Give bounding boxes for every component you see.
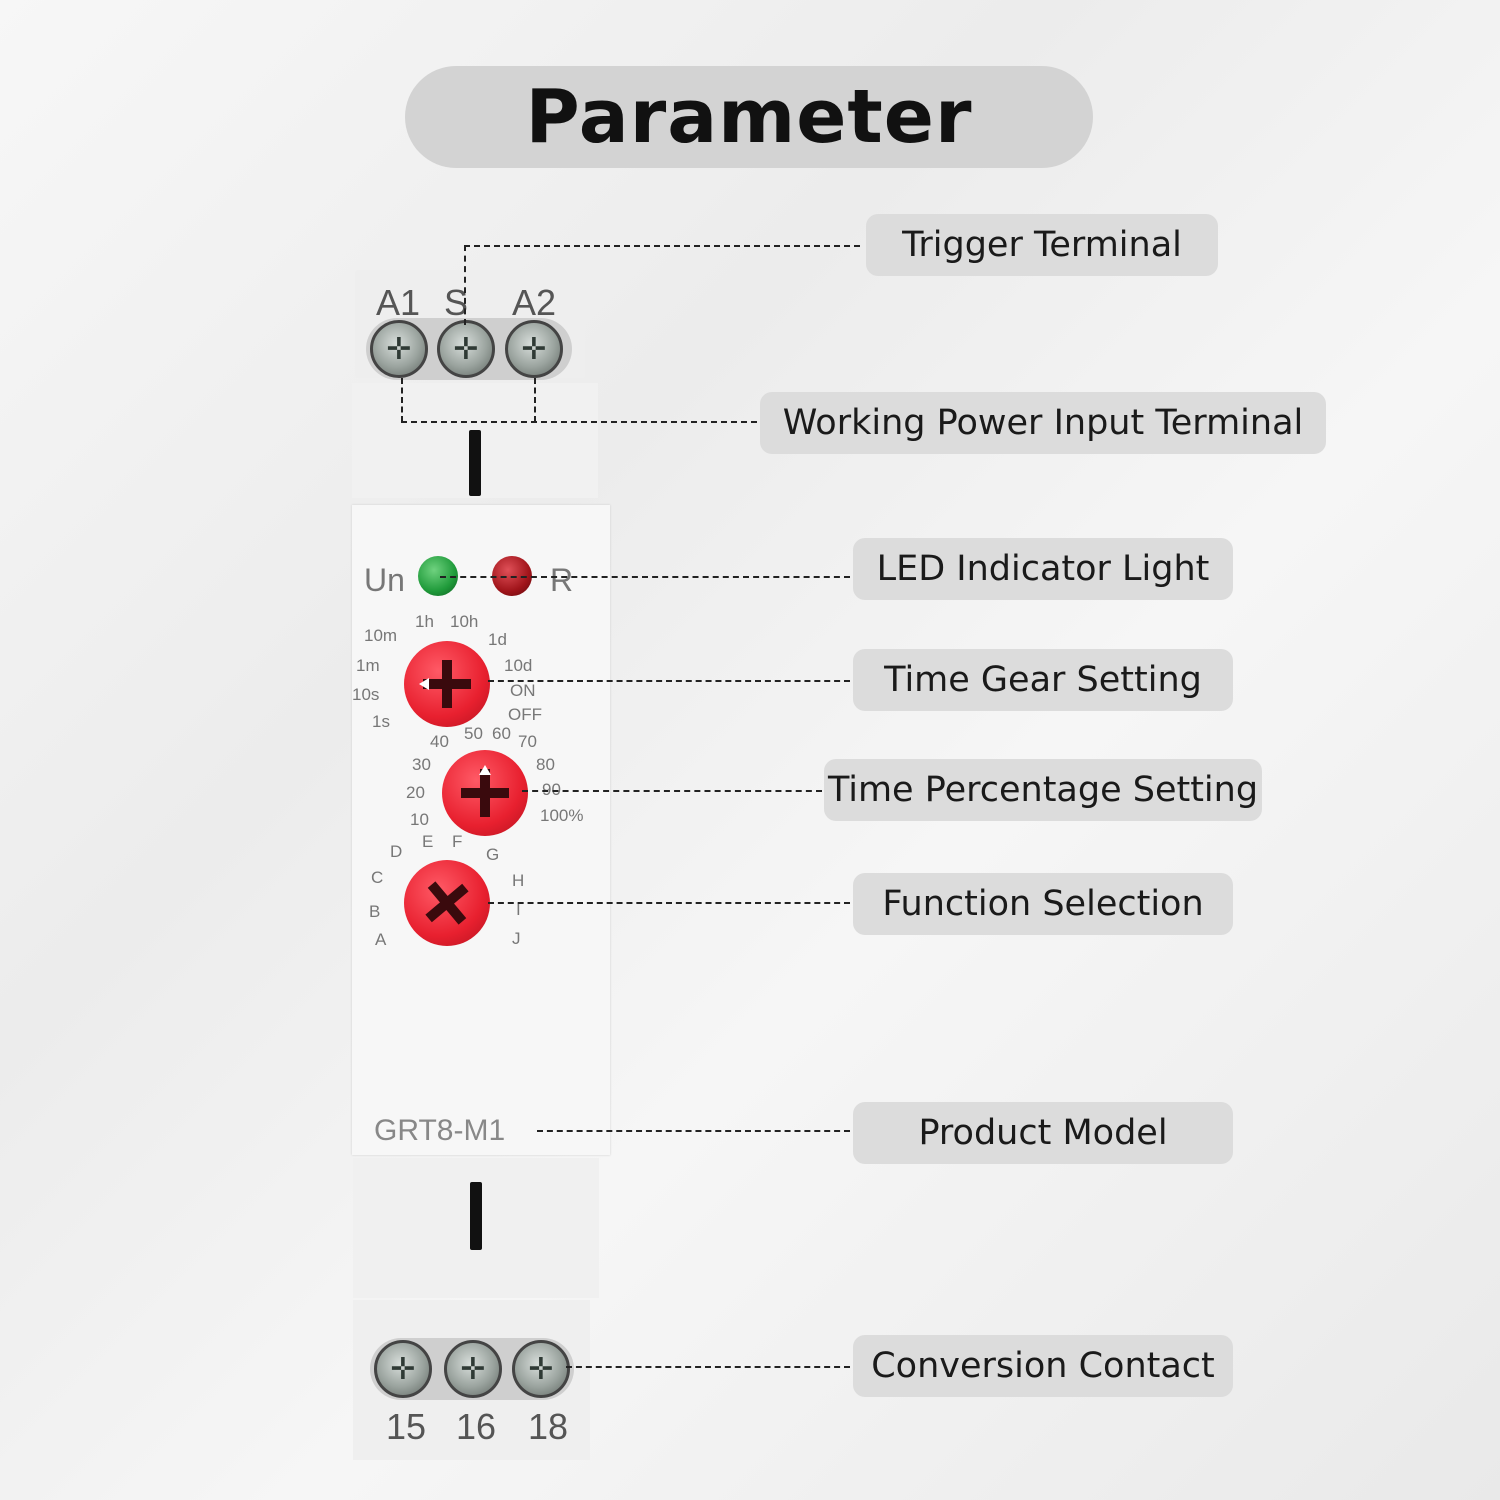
screw-16-icon[interactable]: ✛: [444, 1340, 502, 1398]
lower-slot: [470, 1182, 482, 1250]
leader-led: [440, 576, 850, 578]
tick-i: I: [516, 900, 521, 919]
leader-trigger-horizontal: [464, 245, 860, 247]
led-label-un: Un: [364, 562, 405, 598]
cross-slot-icon: [425, 881, 469, 925]
cross-slot-icon: [419, 660, 471, 708]
leader-time-gear: [488, 680, 850, 682]
tick-10h: 10h: [450, 612, 479, 631]
leader-conversion: [566, 1366, 850, 1368]
tick-c: C: [371, 868, 384, 887]
time-gear-knob[interactable]: [404, 641, 490, 727]
tick-f: F: [452, 832, 463, 851]
label-time-gear-setting: Time Gear Setting: [853, 649, 1233, 711]
tick-1m: 1m: [356, 656, 380, 675]
tick-50: 50: [464, 724, 483, 743]
tick-10: 10: [410, 810, 429, 829]
tick-e: E: [422, 832, 434, 851]
function-selection-knob[interactable]: [404, 860, 490, 946]
tick-1h: 1h: [415, 612, 434, 631]
tick-30: 30: [412, 755, 431, 774]
leader-percentage: [522, 790, 822, 792]
tick-g: G: [486, 845, 500, 864]
leader-model: [537, 1130, 850, 1132]
upper-slot: [469, 430, 481, 496]
tick-100-percent: 100%: [540, 806, 584, 825]
screw-a1-icon[interactable]: ✛: [370, 320, 428, 378]
screw-15-icon[interactable]: ✛: [374, 1340, 432, 1398]
title-banner: Parameter: [405, 66, 1093, 168]
label-function-selection: Function Selection: [853, 873, 1233, 935]
tick-d: D: [390, 842, 403, 861]
tick-on: ON: [510, 681, 536, 700]
tick-80: 80: [536, 755, 555, 774]
tick-b: B: [369, 902, 381, 921]
tick-90: 90: [542, 780, 561, 799]
terminal-label-15: 15: [386, 1406, 427, 1447]
screw-s-icon[interactable]: ✛: [437, 320, 495, 378]
label-time-percentage-setting: Time Percentage Setting: [824, 759, 1262, 821]
label-working-power-input-terminal: Working Power Input Terminal: [760, 392, 1326, 454]
product-model-text: GRT8-M1: [374, 1114, 506, 1147]
tick-10m: 10m: [364, 626, 398, 645]
led-label-r: R: [550, 562, 574, 598]
leader-function: [488, 902, 850, 904]
time-percentage-knob[interactable]: [442, 750, 528, 836]
terminal-label-16: 16: [456, 1406, 497, 1447]
label-conversion-contact: Conversion Contact: [853, 1335, 1233, 1397]
cross-slot-icon: [461, 765, 509, 817]
tick-h: H: [512, 871, 525, 890]
terminal-label-a1: A1: [376, 282, 421, 323]
label-led-indicator-light: LED Indicator Light: [853, 538, 1233, 600]
leader-power-a1: [401, 378, 403, 422]
leader-power-a2: [534, 378, 536, 422]
tick-off: OFF: [508, 705, 542, 724]
tick-a: A: [375, 930, 387, 949]
label-trigger-terminal: Trigger Terminal: [866, 214, 1218, 276]
tick-1s: 1s: [372, 712, 390, 731]
leader-trigger-vertical: [464, 245, 466, 325]
page-title: Parameter: [525, 74, 973, 160]
tick-j: J: [512, 929, 521, 948]
screw-18-icon[interactable]: ✛: [512, 1340, 570, 1398]
tick-10s: 10s: [352, 685, 380, 704]
tick-1d: 1d: [488, 630, 507, 649]
tick-60: 60: [492, 724, 511, 743]
tick-40: 40: [430, 732, 449, 751]
leader-power-horizontal: [401, 421, 757, 423]
tick-20: 20: [406, 783, 425, 802]
terminal-label-18: 18: [528, 1406, 569, 1447]
screw-a2-icon[interactable]: ✛: [505, 320, 563, 378]
tick-10d: 10d: [504, 656, 533, 675]
tick-70: 70: [518, 732, 537, 751]
label-product-model: Product Model: [853, 1102, 1233, 1164]
terminal-label-a2: A2: [512, 282, 557, 323]
